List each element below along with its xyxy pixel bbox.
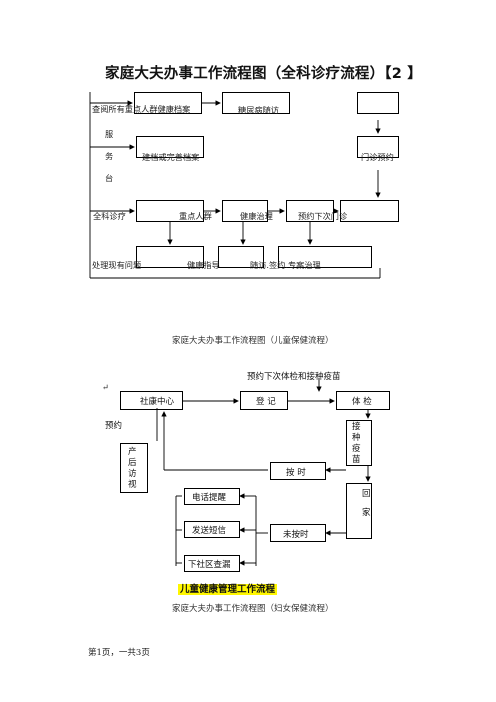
flow2-home-2: 家 bbox=[362, 508, 371, 518]
flow2-box-checkup bbox=[336, 391, 390, 410]
flow1-row4-c: 随访.签约.专案治理 bbox=[250, 260, 321, 270]
flow2-postnatal-3: 访 bbox=[128, 469, 137, 479]
flow1-box-create-record bbox=[136, 136, 204, 158]
flow2-home-1: 回 bbox=[362, 489, 371, 499]
flow1-row4-a: 处理现有问题 bbox=[92, 260, 142, 270]
flow2-postnatal-4: 视 bbox=[128, 480, 137, 490]
flow2-appoint: 预约 bbox=[105, 421, 123, 431]
flow2-center: 社康中心 bbox=[140, 397, 175, 407]
return-mark: ↵ bbox=[102, 382, 109, 392]
flow2-box-phone bbox=[184, 488, 240, 505]
flow1-box-gp bbox=[136, 200, 204, 222]
flow2-box-register bbox=[240, 391, 288, 410]
flow2-footer-title: 儿童健康管理工作流程 bbox=[178, 584, 278, 595]
flow2-box-visit bbox=[184, 555, 240, 572]
flow2-box-postnatal bbox=[120, 443, 148, 493]
flow2-not-on-time: 未按时 bbox=[283, 530, 309, 540]
flow1-row4-b: 健康指导 bbox=[187, 260, 220, 270]
flow2-sms: 发送短信 bbox=[192, 526, 227, 536]
flow2-postnatal-2: 后 bbox=[128, 458, 137, 468]
flow1-row1-text: 查阅所有重点人群健康档案 bbox=[92, 104, 191, 114]
flow1-box-followup bbox=[278, 246, 372, 268]
flow2-box-vaccinate bbox=[346, 420, 372, 466]
flow2-box-not-on-time bbox=[270, 524, 326, 542]
caption-child-flow: 家庭大夫办事工作流程图（儿童保健流程） bbox=[172, 336, 334, 346]
flow1-box-records bbox=[134, 92, 202, 114]
flow2-postnatal-1: 产 bbox=[128, 447, 137, 457]
flow2-box-on-time bbox=[270, 462, 326, 480]
flow2-checkup: 体 检 bbox=[352, 397, 372, 407]
caption-women-flow: 家庭大夫办事工作流程图（妇女保健流程） bbox=[172, 604, 334, 614]
flow2-box-center bbox=[120, 391, 183, 410]
flow2-box-sms bbox=[184, 521, 240, 538]
service-char-3: 台 bbox=[105, 173, 114, 183]
flow1-box-health-mgmt bbox=[222, 200, 268, 222]
flow1-box-diabetes bbox=[222, 92, 290, 114]
service-char-2: 务 bbox=[105, 151, 114, 161]
flow1-row2-right: 门诊预约 bbox=[361, 152, 394, 162]
flow1-box-appointment bbox=[357, 136, 399, 158]
flow1-row3-c: 健康治理 bbox=[240, 211, 273, 221]
flow1-row1-text2: 糖尿病随访 bbox=[238, 105, 279, 115]
flow2-register: 登 记 bbox=[256, 397, 276, 407]
flow2-box-home bbox=[346, 483, 372, 539]
flow1-box-guidance bbox=[218, 246, 264, 268]
flow2-footer-title-wrap: 儿童健康管理工作流程 bbox=[178, 577, 278, 596]
flow2-vaccinate-3: 疫 bbox=[352, 444, 361, 454]
flow1-box-right-top bbox=[357, 92, 399, 114]
flow1-row3-b: 重点人群 bbox=[179, 211, 212, 221]
flow2-vaccinate-1: 接 bbox=[352, 422, 361, 432]
flow1-row2-left: 建档或完善档案 bbox=[142, 152, 200, 162]
flow1-row3-d: 预约下次门诊 bbox=[298, 211, 348, 221]
flow2-next-appointment: 预约下次体检和接种疫苗 bbox=[247, 372, 341, 382]
document-title: 家庭大夫办事工作流程图（全科诊疗流程）【2 】 bbox=[105, 66, 422, 82]
flow1-row3-a: 全科诊疗 bbox=[93, 211, 126, 221]
flow2-on-time: 按 时 bbox=[286, 468, 306, 478]
flow2-visit: 下社区查漏 bbox=[188, 560, 231, 570]
flow1-box-right-mid bbox=[340, 200, 399, 222]
flow1-box-problem bbox=[136, 246, 204, 268]
service-char-1: 服 bbox=[105, 129, 114, 139]
flow2-vaccinate-2: 种 bbox=[352, 433, 361, 443]
page-footer: 第1页，一共3页 bbox=[88, 648, 150, 658]
flow2-phone: 电话提醒 bbox=[192, 493, 227, 503]
flow2-vaccinate-4: 苗 bbox=[352, 455, 361, 465]
